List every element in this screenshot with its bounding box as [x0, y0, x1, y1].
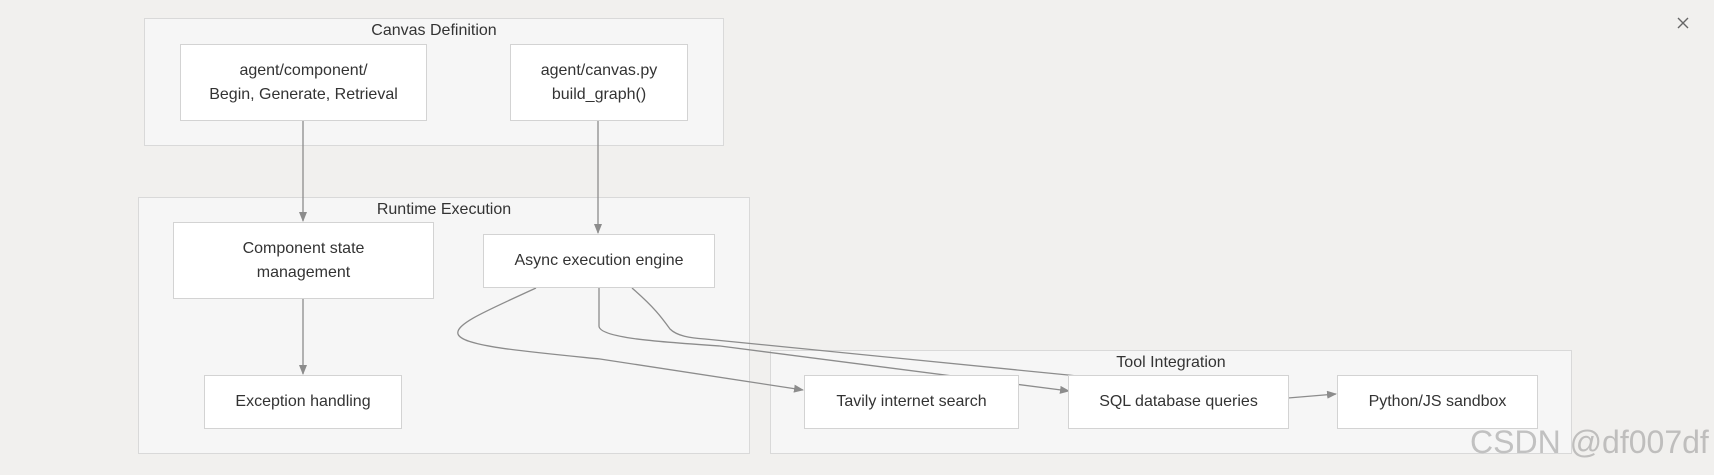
node-agent-component: agent/component/ Begin, Generate, Retrie… — [180, 44, 427, 121]
node-sql-database-queries: SQL database queries — [1068, 375, 1289, 429]
group-title-runtime-execution: Runtime Execution — [376, 201, 512, 218]
node-async-execution-engine: Async execution engine — [483, 234, 715, 288]
watermark: CSDN @df007df — [1470, 424, 1709, 460]
node-canvas-py: agent/canvas.py build_graph() — [510, 44, 688, 121]
close-button[interactable] — [1672, 12, 1694, 34]
close-icon — [1677, 17, 1689, 29]
node-component-state-management: Component state management — [173, 222, 434, 299]
group-title-tool-integration: Tool Integration — [1116, 354, 1226, 371]
node-exception-handling: Exception handling — [204, 375, 402, 429]
node-python-js-sandbox: Python/JS sandbox — [1337, 375, 1538, 429]
group-title-canvas-definition: Canvas Definition — [371, 22, 497, 39]
node-tavily-internet-search: Tavily internet search — [804, 375, 1019, 429]
